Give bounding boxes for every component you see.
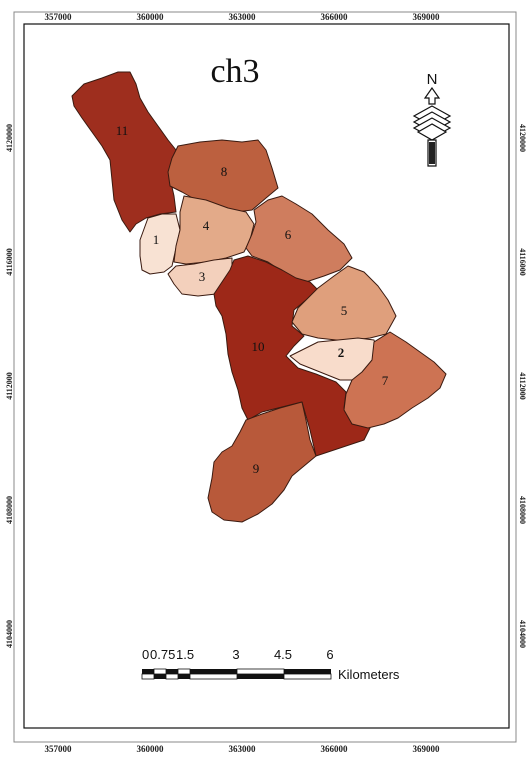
- x-axis-top: 357000 360000 363000 366000 369000: [45, 12, 441, 22]
- subbasin-label-8: 8: [221, 164, 228, 179]
- scale-label: 6: [326, 647, 333, 662]
- x-tick-top: 366000: [321, 12, 349, 22]
- y-tick-right: 4104000: [518, 620, 527, 648]
- x-tick-top: 357000: [45, 12, 73, 22]
- subbasin-label-5: 5: [341, 303, 348, 318]
- subbasin-label-7: 7: [382, 373, 389, 388]
- scale-label: 3: [232, 647, 239, 662]
- map-title: ch3: [210, 53, 259, 90]
- x-tick-bottom: 360000: [137, 744, 165, 754]
- subbasin-1[interactable]: [139, 213, 181, 275]
- x-tick-top: 363000: [229, 12, 257, 22]
- y-axis-right: 4120000 4116000 4112000 4108000 4104000: [518, 124, 527, 648]
- y-tick-left: 4112000: [5, 372, 14, 400]
- subbasin-label-6: 6: [285, 227, 292, 242]
- north-label: N: [427, 71, 438, 88]
- scale-label: 1.5: [176, 647, 194, 662]
- subbasin-8[interactable]: [167, 139, 279, 213]
- x-tick-bottom: 369000: [413, 744, 441, 754]
- scale-unit: Kilometers: [338, 667, 400, 682]
- scale-bar: 0 0.75 1.5 3 4.5 6 Kilometers: [141, 647, 400, 682]
- y-tick-right: 4108000: [518, 496, 527, 524]
- y-tick-left: 4116000: [5, 248, 14, 276]
- scale-label: 0: [142, 647, 149, 662]
- x-axis-bottom: 357000 360000 363000 366000 369000: [45, 744, 441, 754]
- subbasin-9[interactable]: [207, 401, 317, 523]
- y-tick-right: 4112000: [518, 372, 527, 400]
- subbasin-label-3: 3: [199, 269, 206, 284]
- subbasin-4[interactable]: [173, 195, 255, 265]
- subbasin-11[interactable]: [71, 71, 177, 233]
- north-arrow-icon: N: [412, 71, 452, 167]
- subbasin-label-2: 2: [338, 345, 345, 360]
- subbasin-label-9: 9: [253, 461, 260, 476]
- subbasin-label-11: 11: [116, 123, 129, 138]
- y-tick-left: 4104000: [5, 620, 14, 648]
- y-tick-left: 4108000: [5, 496, 14, 524]
- scale-label: 4.5: [274, 647, 292, 662]
- x-tick-bottom: 357000: [45, 744, 73, 754]
- subbasin-7[interactable]: [343, 331, 447, 429]
- subbasin-labels: 11 8 1 4 6 3 5 10 2 7 9: [116, 123, 389, 476]
- subbasin-label-4: 4: [203, 218, 210, 233]
- x-tick-top: 360000: [137, 12, 165, 22]
- map-frame-inner: [23, 23, 510, 729]
- y-tick-left: 4120000: [5, 124, 14, 152]
- y-axis-left: 4120000 4116000 4112000 4108000 4104000: [5, 124, 14, 648]
- x-tick-top: 369000: [413, 12, 441, 22]
- x-tick-bottom: 366000: [321, 744, 349, 754]
- subbasin-label-10: 10: [252, 339, 265, 354]
- x-tick-bottom: 363000: [229, 744, 257, 754]
- map-frame-outer: [13, 11, 517, 743]
- subbasin-5[interactable]: [291, 265, 397, 341]
- scale-label: 0.75: [150, 647, 175, 662]
- subbasins: [71, 71, 447, 523]
- y-tick-right: 4120000: [518, 124, 527, 152]
- y-tick-right: 4116000: [518, 248, 527, 276]
- subbasin-label-1: 1: [153, 232, 160, 247]
- subbasin-6[interactable]: [245, 195, 353, 283]
